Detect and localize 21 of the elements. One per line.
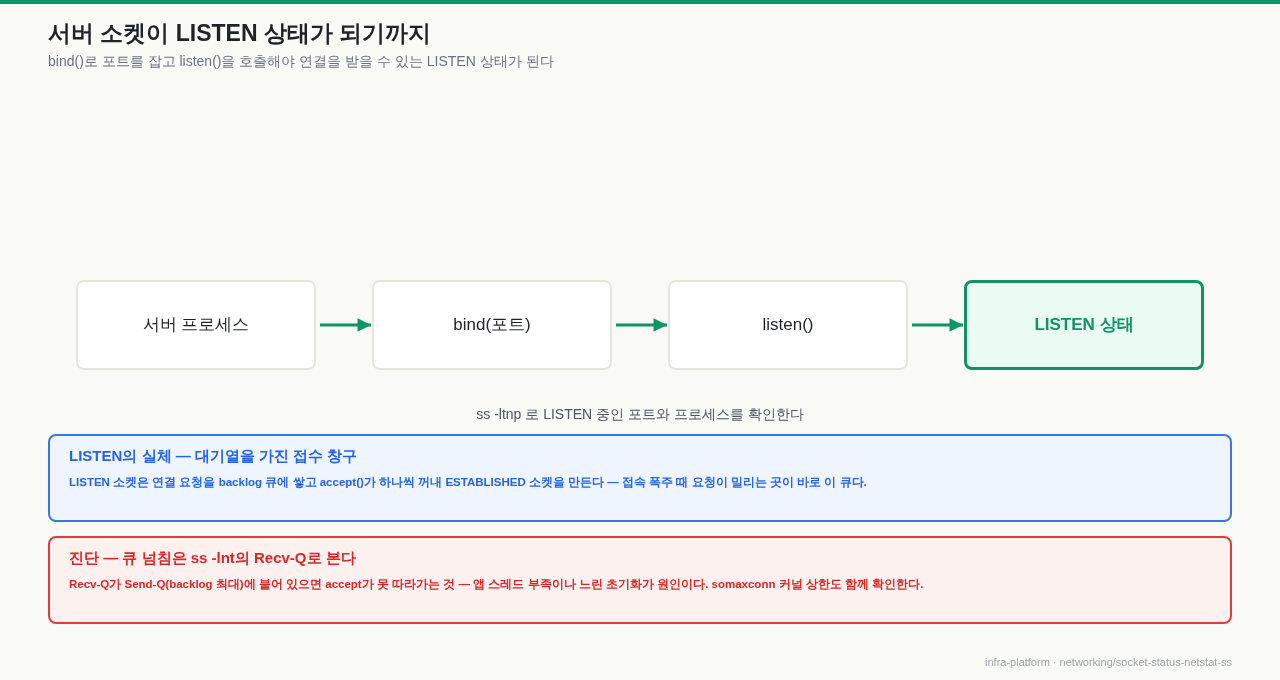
callout-card — [48, 536, 1232, 624]
card-heading: LISTEN의 실체 — 대기열을 가진 접수 창구 — [69, 446, 359, 466]
title: 서버 소켓이 LISTEN 상태가 되기까지 — [48, 19, 432, 48]
subtitle: bind()로 포트를 잡고 listen()을 호출해야 연결을 받을 수 있는 LISTEN 상태가 된다 — [48, 52, 554, 71]
arrow — [616, 318, 667, 332]
process-box — [372, 280, 612, 370]
callout-card — [48, 434, 1232, 522]
footer-text: infra-platform · networking/socket-status-netstat-ss — [985, 655, 1232, 670]
box-label: bind(포트) — [453, 314, 531, 337]
box-label: LISTEN 상태 — [1034, 314, 1134, 337]
process-box — [76, 280, 316, 370]
box-label: listen() — [762, 314, 814, 337]
box-label: 서버 프로세스 — [142, 314, 250, 337]
card-body: Recv-Q가 Send-Q(backlog 최대)에 붙어 있으면 accept가 못 따라가는 것 — 앱 스레드 부족이나 느린 초기화가 원인이다. somaxconn 커널 상한도 함께 확인한다. — [69, 576, 925, 592]
card-body: LISTEN 소켓은 연결 요청을 backlog 큐에 쌓고 accept()가 하나씩 꺼내 ESTABLISHED 소켓을 만든다 — 접속 폭주 때 요청이 밀리는 곳이 바로 이 큐다. — [69, 474, 868, 491]
arrow — [912, 318, 963, 332]
process-box — [668, 280, 908, 370]
process-box — [964, 280, 1204, 370]
card-heading: 진단 — 큐 넘침은 ss -lnt의 Recv-Q로 본다 — [69, 548, 357, 568]
arrow — [320, 318, 371, 332]
note: ss -ltnp 로 LISTEN 중인 포트와 프로세스를 확인한다 — [475, 405, 805, 424]
